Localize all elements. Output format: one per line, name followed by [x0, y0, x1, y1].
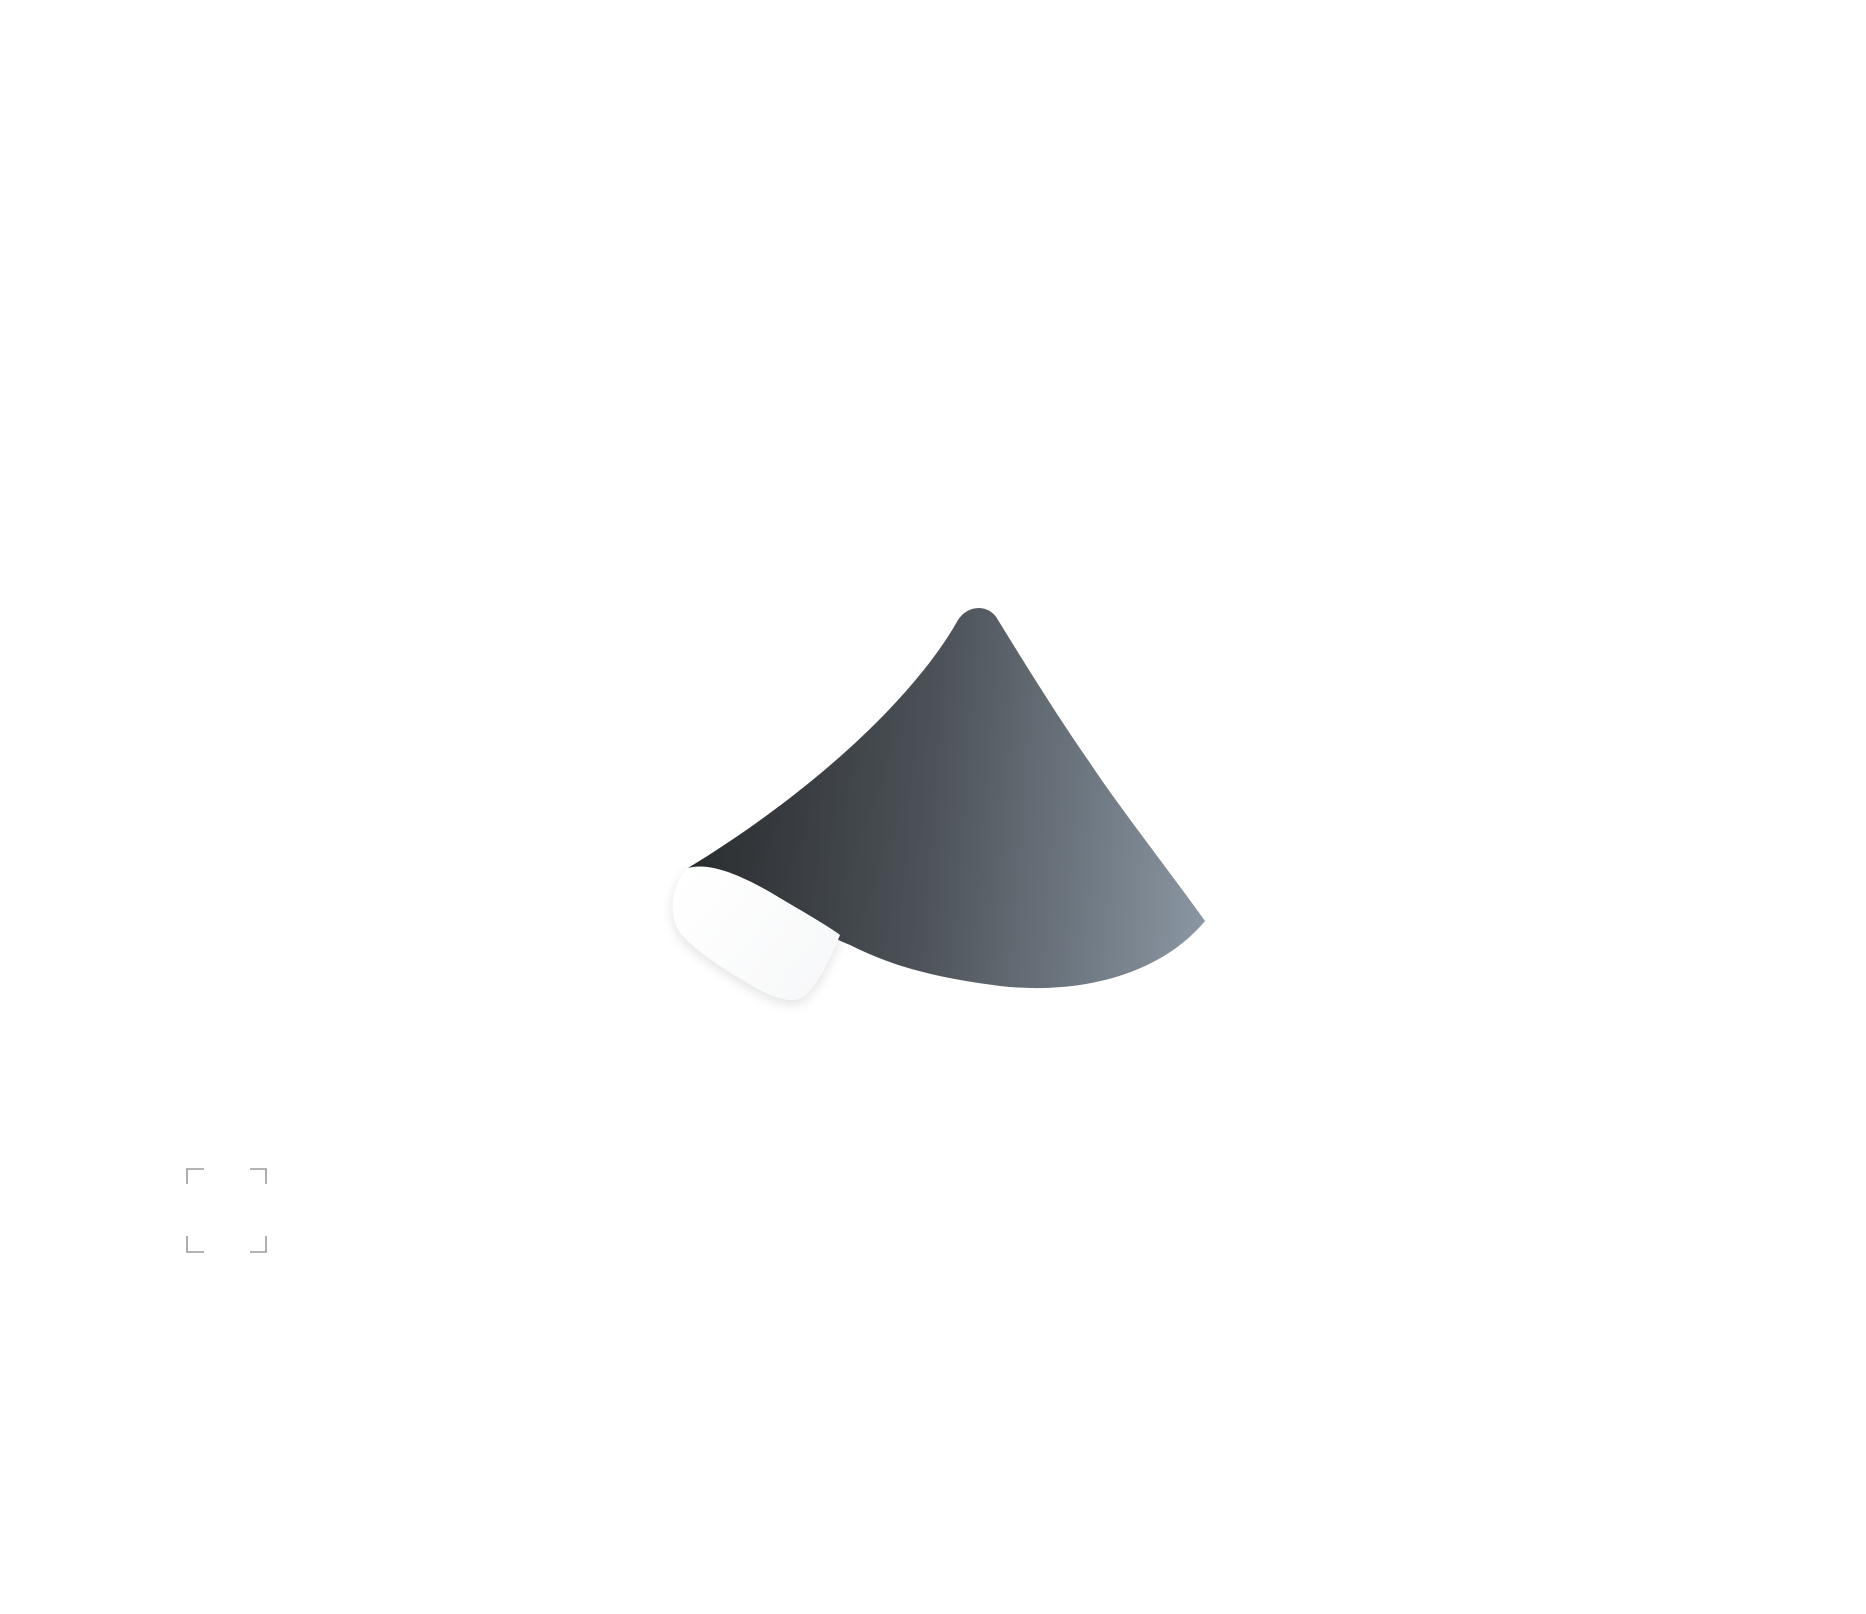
sail-body	[688, 608, 1205, 989]
sail-curl	[672, 866, 840, 1001]
fullscreen-button[interactable]	[184, 1166, 270, 1256]
fullscreen-corners-icon	[186, 1168, 267, 1253]
